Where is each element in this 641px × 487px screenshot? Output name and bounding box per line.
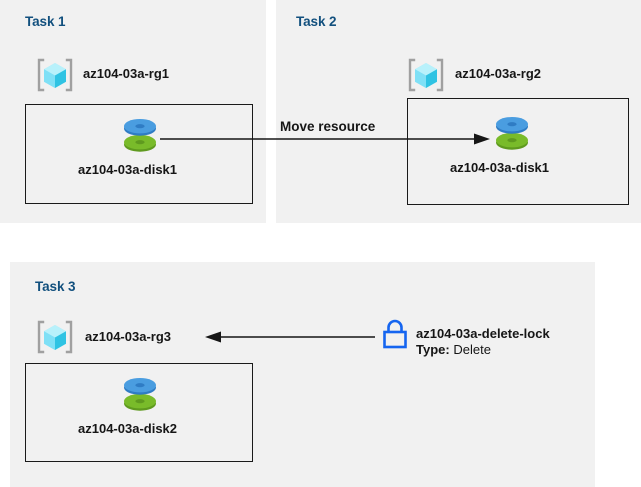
resource-group-cube-icon <box>36 318 74 356</box>
task3-title: Task 3 <box>35 279 76 294</box>
task3-resource-label: az104-03a-disk2 <box>78 421 178 436</box>
lock-details: az104-03a-delete-lock Type: Delete <box>416 326 550 358</box>
resource-group-cube-icon <box>36 56 74 94</box>
lock-type-value-label: Delete <box>453 342 491 357</box>
task2-resource-box <box>407 98 629 205</box>
lock-target-arrow <box>205 331 375 343</box>
resource-group-cube-icon <box>407 56 445 94</box>
managed-disk-icon <box>117 371 163 415</box>
task1-resource-label: az104-03a-disk1 <box>78 162 178 177</box>
task2-resource-label: az104-03a-disk1 <box>450 160 550 175</box>
task1-resource-group-label: az104-03a-rg1 <box>83 66 169 81</box>
move-resource-connector-label: Move resource <box>280 119 376 134</box>
task2-title: Task 2 <box>296 14 337 29</box>
move-resource-arrow <box>160 133 490 145</box>
task3-resource-group-label: az104-03a-rg3 <box>85 329 171 344</box>
lock-type-key-label: Type: <box>416 342 450 357</box>
managed-disk-icon <box>117 112 163 156</box>
task2-resource-group-label: az104-03a-rg2 <box>455 66 541 81</box>
managed-disk-icon <box>489 110 535 154</box>
lock-type-row: Type: Delete <box>416 342 550 358</box>
task1-title: Task 1 <box>25 14 66 29</box>
padlock-icon <box>380 318 410 352</box>
lock-name-label: az104-03a-delete-lock <box>416 326 550 341</box>
